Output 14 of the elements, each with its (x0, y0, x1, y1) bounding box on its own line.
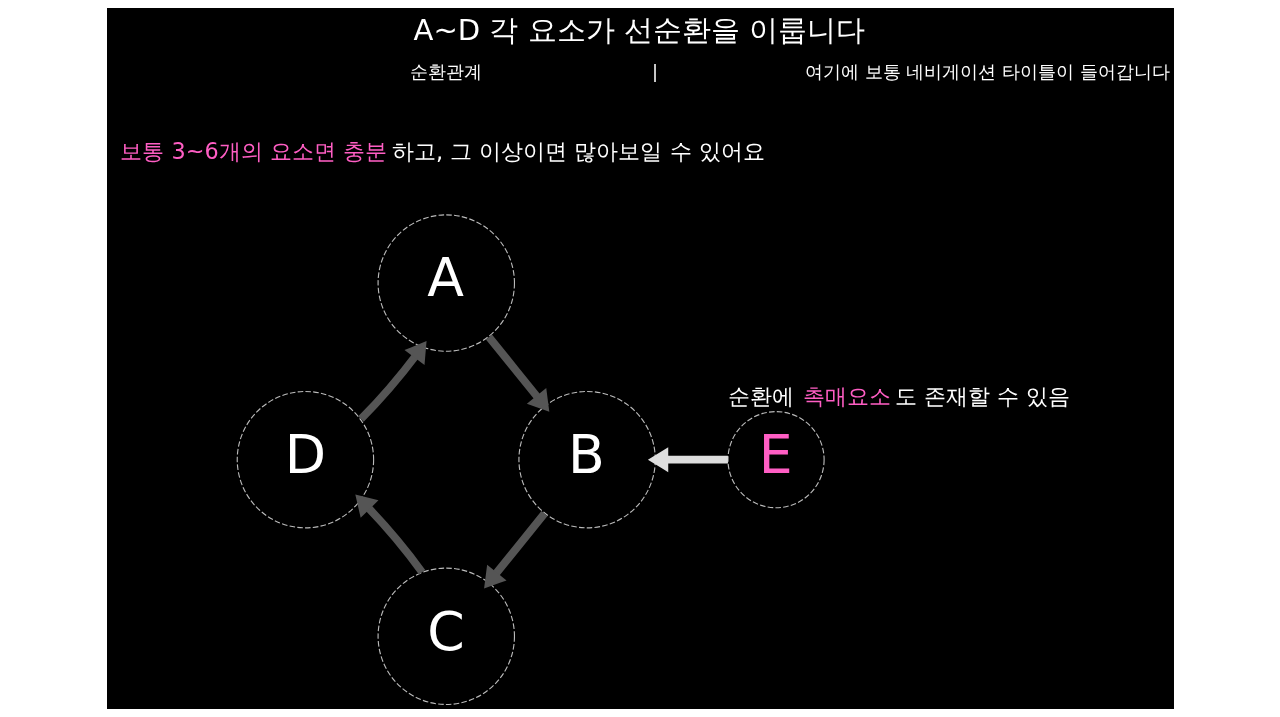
arrow (485, 334, 549, 412)
arrow (483, 511, 548, 589)
label: 순환관계 (410, 61, 482, 83)
arrow (357, 341, 427, 422)
node-label: 순환에 촉매요소도 존재할 수 있음 (727, 382, 1070, 409)
label: 여기에 보통 네비게이션 타이틀이 들어갑니다 (804, 61, 1170, 83)
node-circle: C (377, 567, 515, 706)
label: 보통 3~6개의 요소면 충분하고, 그 이상이면 많아보일 수 있어요 (119, 137, 765, 164)
arrow (354, 494, 425, 575)
node-circle: E (726, 411, 825, 509)
node-circle: A (377, 214, 515, 352)
label: | (651, 61, 658, 83)
node-circle: D (236, 390, 374, 529)
diagram-title: A~D 각 요소가 선순환을 이룹니다 (413, 13, 865, 48)
